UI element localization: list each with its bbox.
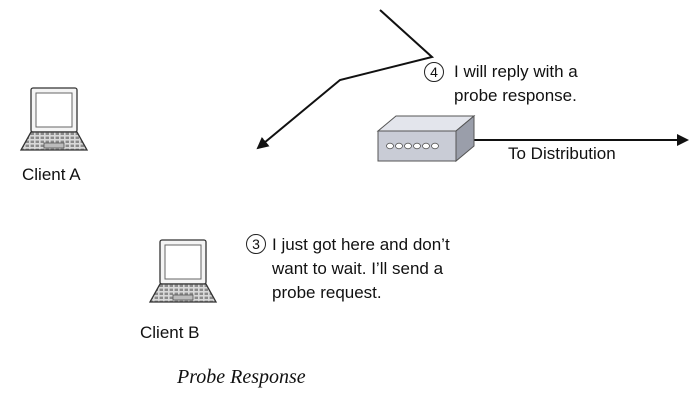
client-b-laptop-icon xyxy=(148,239,218,303)
client-b-label: Client B xyxy=(140,323,200,342)
access-point-icon xyxy=(376,114,476,163)
step-4-line-2: probe response. xyxy=(454,86,577,105)
step-3-number: 3 xyxy=(246,234,266,254)
client-a-laptop-icon xyxy=(19,87,89,151)
distribution-label: To Distribution xyxy=(508,144,616,163)
step-4-line-1: I will reply with a xyxy=(454,62,578,81)
figure-caption: Probe Response xyxy=(177,366,306,388)
step-4-number: 4 xyxy=(424,62,444,82)
probe-response-arrow xyxy=(256,9,435,150)
step-3-line-3: probe request. xyxy=(272,283,382,302)
step-3-line-2: want to wait. I’ll send a xyxy=(272,259,444,278)
client-a-label: Client A xyxy=(22,165,81,184)
step-3-line-1: I just got here and don’t xyxy=(272,235,450,254)
